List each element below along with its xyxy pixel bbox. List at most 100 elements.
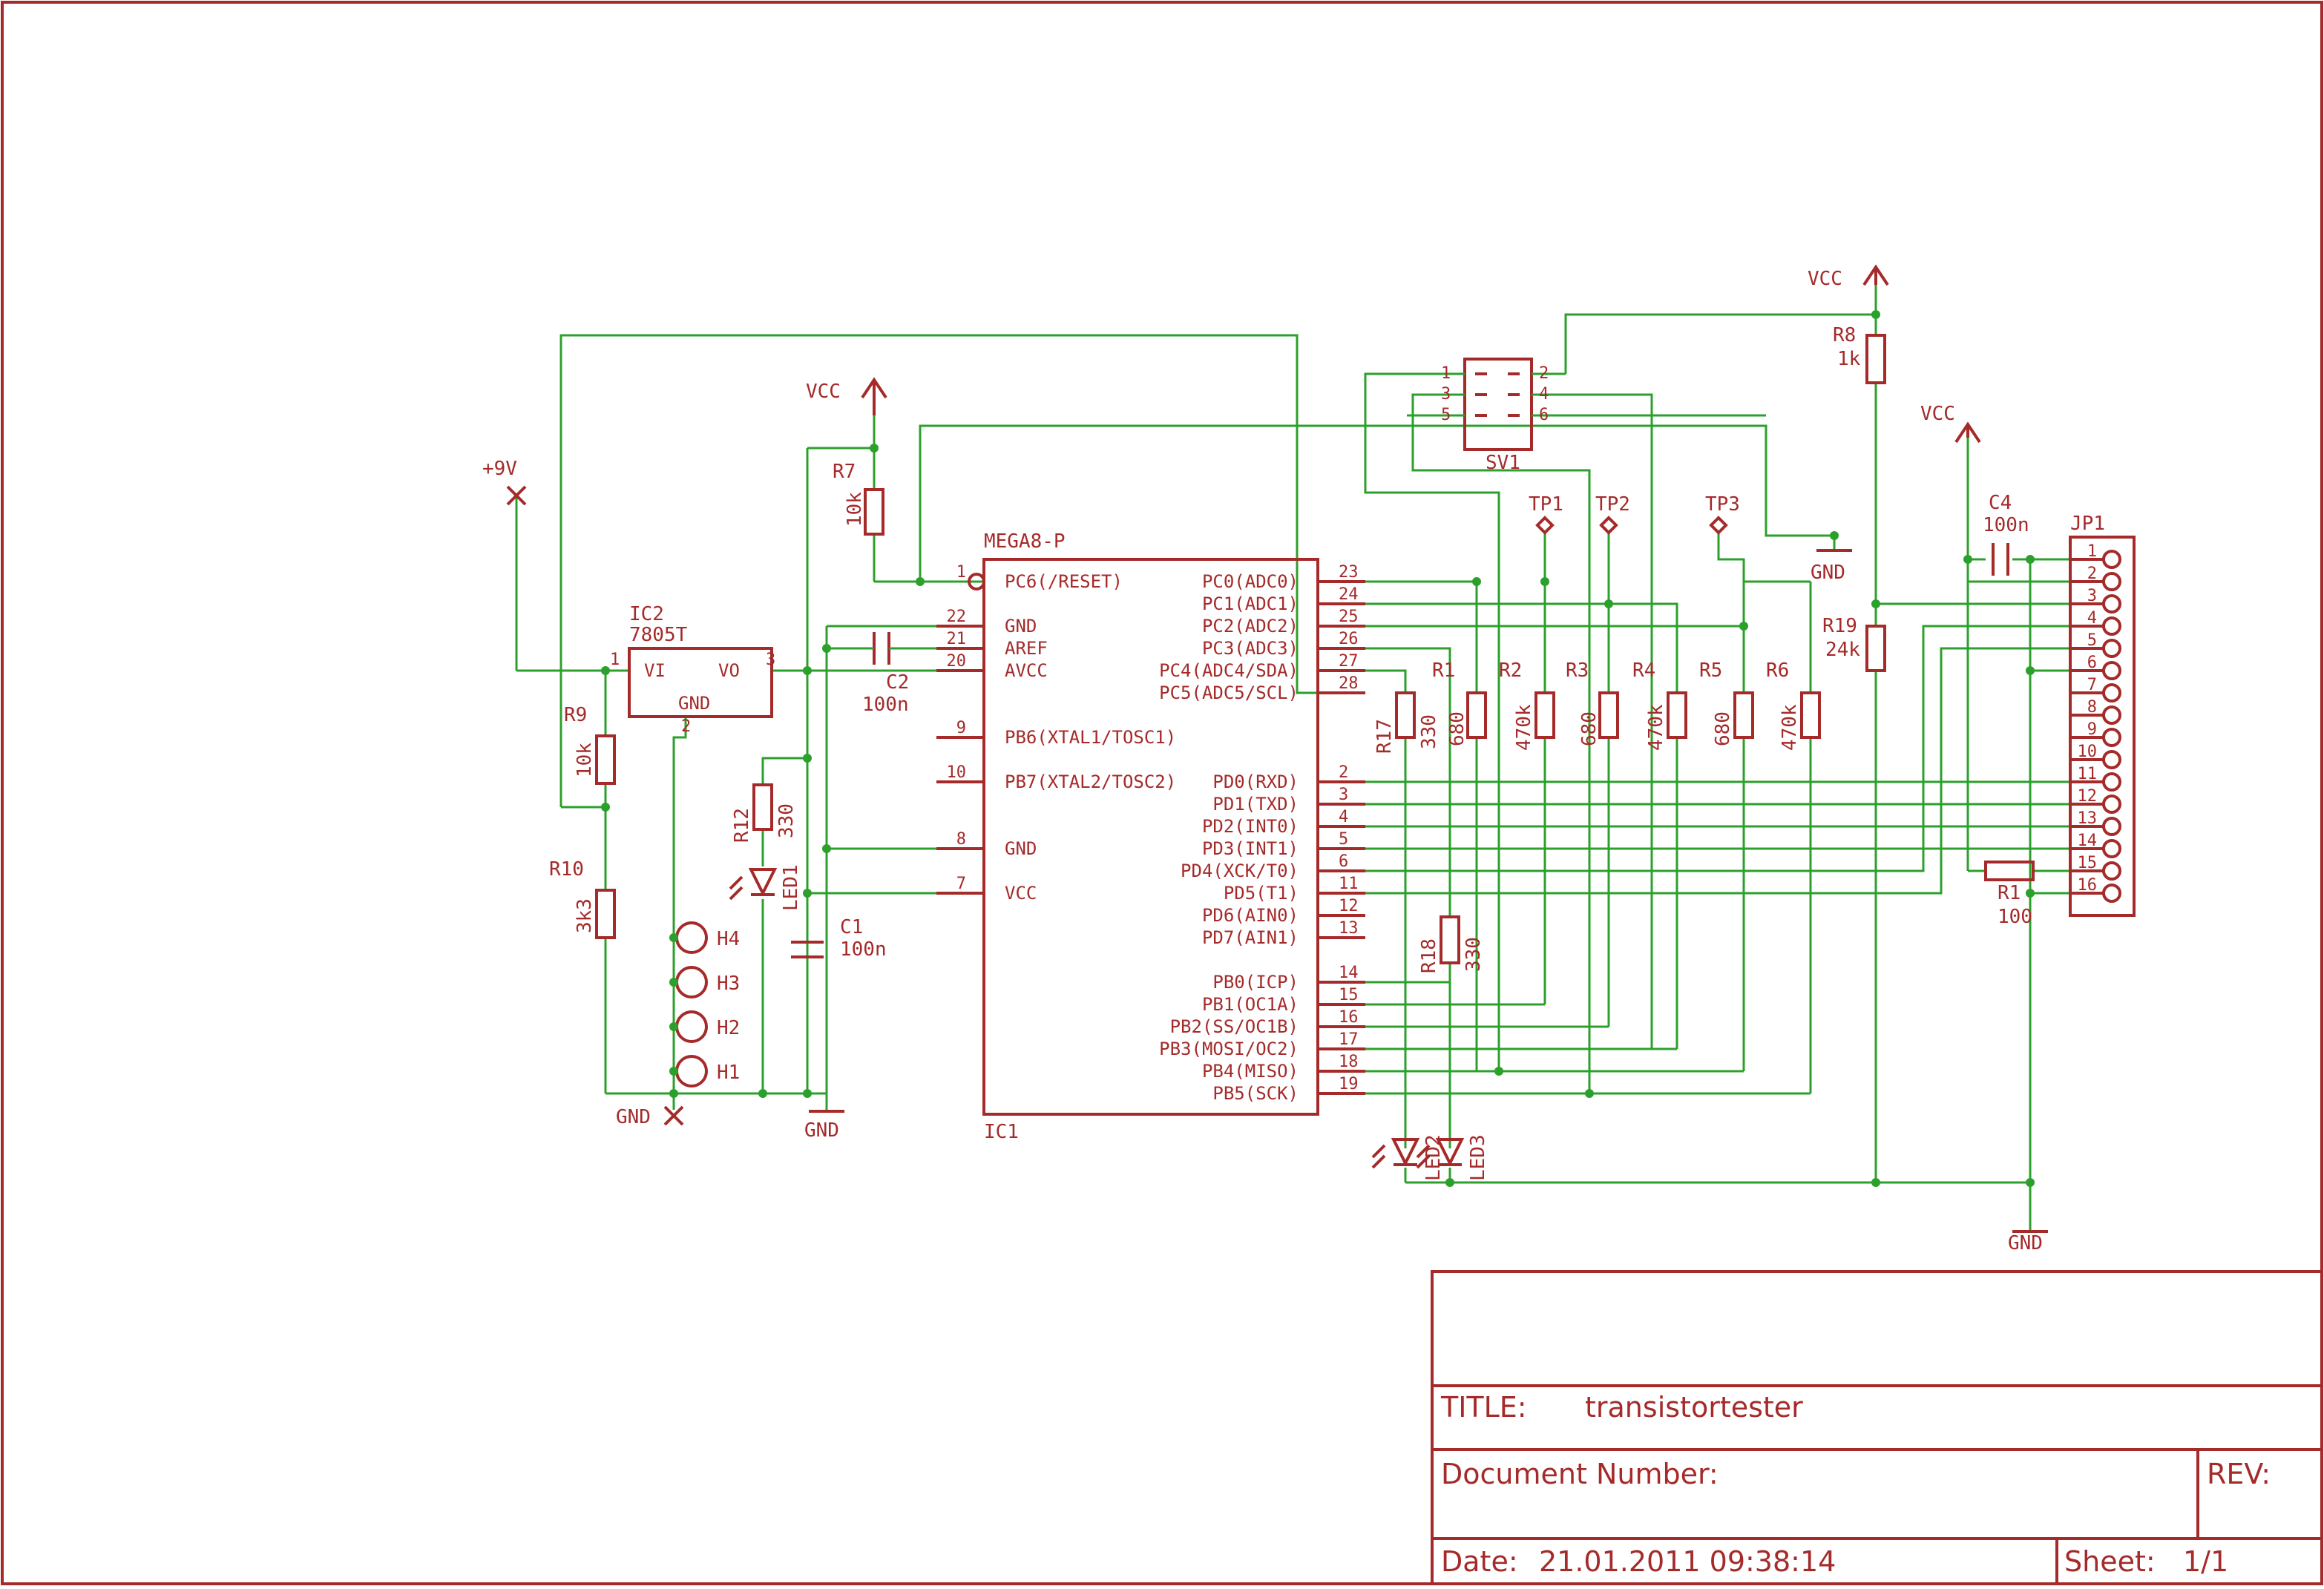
jp1-pin-number: 8 [2087,698,2097,717]
ic1-right-pin-label: PD7(AIN1) [1202,927,1299,948]
jp1-pin-socket [2102,794,2121,814]
jp1-pin-number: 7 [2087,676,2097,694]
led3-name: LED3 [1467,1134,1489,1181]
r4-value: 470k [1645,704,1667,751]
c1-name: C1 [840,916,863,938]
ic1-right-pins: 23PC0(ADC0)24PC1(ADC1)25PC2(ADC2)26PC3(A… [1159,563,1365,1104]
jp1-pin-socket [2102,728,2121,747]
ic1-right-pin-label: PB1(OC1A) [1202,994,1299,1015]
jp1-pin-socket [2102,772,2121,792]
jp1-name: JP1 [2070,513,2105,535]
vcc-label-left: VCC [806,381,841,403]
title-caption: TITLE: [1440,1391,1527,1424]
gnd-label-x: GND [616,1106,651,1128]
r1b-value: 100 [1998,906,2032,928]
sheet-caption: Sheet: [2064,1545,2156,1578]
ic1-right-pin-label: PB3(MOSI/OC2) [1159,1039,1299,1059]
ic2-vi: VI [644,660,666,681]
led2-symbol [1391,1138,1420,1167]
r1-body [1466,691,1487,739]
r7-value: 10k [844,492,866,527]
ic1-right-pin-label: PC5(ADC5/SCL) [1159,682,1299,703]
jp1-pin-socket [2102,839,2121,858]
ic1-left-pin-number: 21 [947,630,967,648]
title-value: transistortester [1585,1391,1803,1424]
r18-body [1440,915,1460,964]
mounting-hole-label: H4 [717,928,740,950]
ic1-right-pin-number: 26 [1339,630,1359,648]
junctions [601,310,2035,1187]
r19-body [1865,625,1886,672]
r2-value: 470k [1513,704,1535,751]
ic1-name: IC1 [984,1121,1019,1143]
r19-value: 24k [1825,639,1860,661]
testpoints: TP1 TP2 TP3 [1529,493,1740,535]
r18-value: 330 [1463,937,1485,972]
ic2-name: IC2 [629,603,664,625]
r1b-name: R1 [1998,882,2021,904]
tp3-label: TP3 [1705,493,1740,516]
ic1-right-pin-number: 11 [1339,875,1359,893]
r10-value: 3k3 [574,898,596,933]
ic1-right-pin-label: PB5(SCK) [1212,1083,1299,1104]
mounting-hole [675,1055,708,1088]
jp1-pin-socket [2102,683,2121,703]
resistors: R7 10k R9 10k R10 3k3 R12 330 R17 330 R1… [549,324,2035,973]
r3-name: R3 [1566,659,1589,682]
ic1-left-pin-label: AVCC [1005,660,1048,681]
sheet-value: 1/1 [2183,1545,2228,1578]
c2-name: C2 [886,671,909,694]
jp1-pin-number: 16 [2078,876,2098,895]
reset-inversion-bubble [968,573,985,590]
r5-value: 680 [1712,711,1734,746]
ic2-pin3: 3 [766,651,775,669]
date-caption: Date: [1441,1545,1518,1578]
ic2-pin2: 2 [681,717,691,736]
capacitors: C2 100n C1 100n C4 100n [791,492,2029,961]
ic1-right-pin-number: 18 [1339,1053,1359,1071]
sv1-pin6: 6 [1539,406,1549,424]
mounting-hole-label: H3 [717,973,740,995]
ic2-regulator: IC2 7805T VI VO GND 1 3 2 [610,603,775,736]
sv1-pin2: 2 [1539,364,1549,383]
ic1-right-pin-label: PB2(SS/OC1B) [1170,1016,1299,1037]
ic1-right-pin-label: PD2(INT0) [1202,816,1299,837]
mounting-hole [675,921,708,954]
r17-name: R17 [1373,719,1396,754]
r9-name: R9 [564,704,587,726]
r5-body [1733,691,1754,739]
ic1-right-pin-number: 28 [1339,674,1359,693]
ic2-pin1: 1 [610,651,620,669]
tp1-symbol [1535,516,1555,535]
ic1-left-pin-label: GND [1005,838,1037,859]
ic1-right-pin-label: PC3(ADC3) [1202,638,1299,659]
ic1-left-pin-label: PB7(XTAL2/TOSC2) [1005,772,1176,792]
ic2-value: 7805T [629,624,688,646]
r4-name: R4 [1632,659,1655,682]
r6-body [1800,691,1821,739]
sv1-name: SV1 [1486,452,1520,474]
r1b-body [1984,861,2035,881]
jp1-pin-socket [2102,705,2121,725]
jp1-pin-socket [2102,661,2121,680]
r1-value: 680 [1446,711,1468,746]
ic1-right-pin-number: 3 [1339,786,1348,804]
jp1-pin-socket [2102,616,2121,636]
r12-name: R12 [731,808,753,843]
sv1-pin3: 3 [1441,385,1451,404]
r3-value: 680 [1578,711,1601,746]
ic1-right-pin-number: 14 [1339,964,1359,982]
ic1-right-pin-number: 15 [1339,986,1359,1004]
jp1-pin-socket [2102,861,2121,881]
ic1-right-pin-label: PD4(XCK/T0) [1181,861,1299,881]
gnd-label-1: GND [804,1119,839,1142]
mounting-hole [675,1010,708,1043]
jp1-pin-number: 3 [2087,587,2097,605]
r6-value: 470k [1779,704,1801,751]
ic1-right-pin-label: PC1(ADC1) [1202,593,1299,614]
jp1-pin-number: 12 [2078,787,2098,806]
c4-value: 100n [1983,514,2029,536]
